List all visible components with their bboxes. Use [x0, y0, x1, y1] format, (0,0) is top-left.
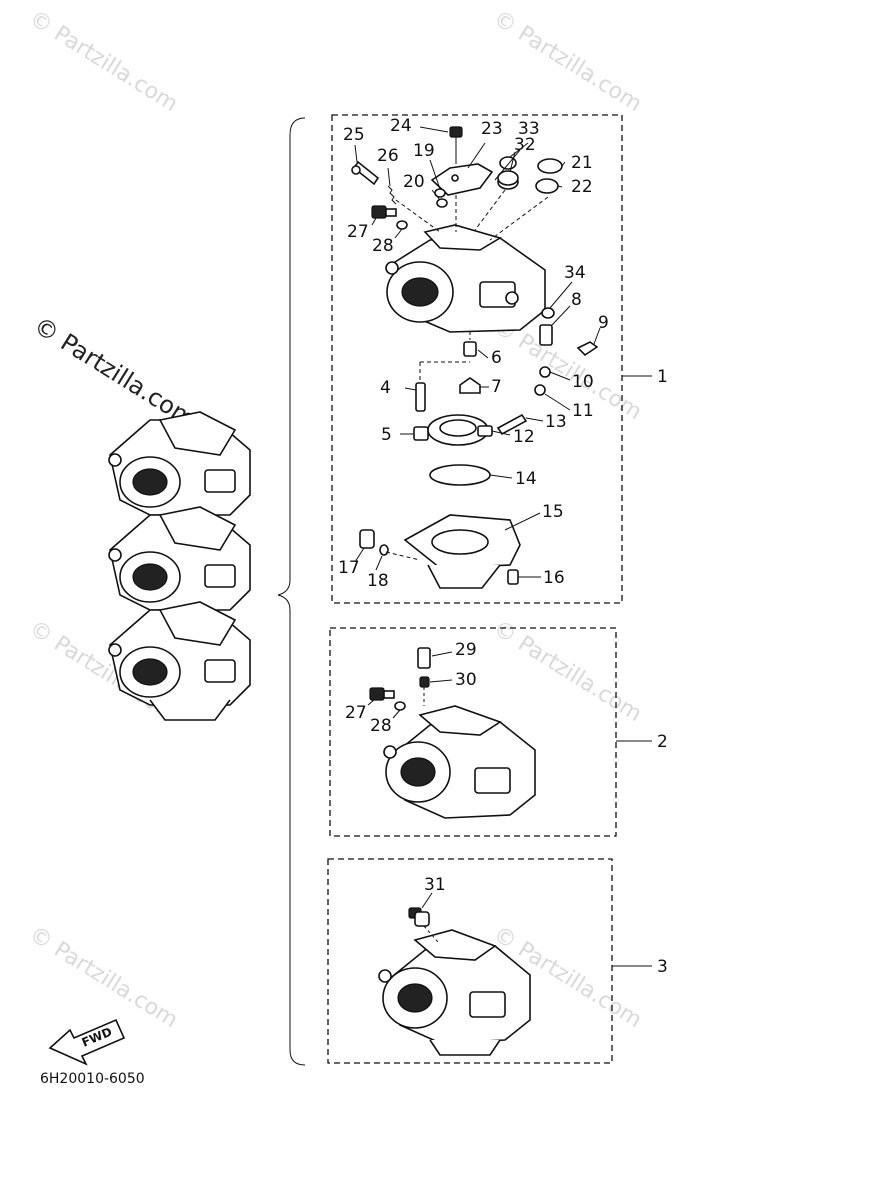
callout-34: 34 — [564, 263, 586, 283]
part-34-washer — [541, 307, 555, 319]
part-5-jet — [413, 426, 429, 441]
ref-2-label: 2 — [657, 732, 668, 752]
part-9-clip — [576, 341, 599, 357]
watermark: © Partzilla.com — [25, 6, 182, 117]
part-20-o-ring — [436, 198, 448, 208]
part-25-pilot-screw — [351, 160, 380, 186]
part-8-float-valve-seat — [539, 324, 553, 346]
group-bracket — [277, 117, 306, 1066]
assembly-2-frame: 2 — [329, 627, 668, 837]
part-7-plug — [459, 377, 481, 394]
diagram-code: 6H20010-6050 — [40, 1071, 145, 1087]
callout-11: 11 — [572, 401, 594, 421]
callout-32: 32 — [514, 135, 536, 155]
carburetor-body-1 — [385, 224, 546, 333]
leader-lines-3 — [421, 892, 433, 909]
part-29-screw — [417, 647, 431, 669]
ref-3-label: 3 — [657, 957, 668, 977]
part-24-screw — [449, 126, 463, 232]
part-23-cover-plate — [430, 163, 494, 196]
part-11-screw — [534, 384, 546, 396]
callout-23: 23 — [481, 119, 503, 139]
part-27b-screw — [369, 687, 395, 701]
callout-27: 27 — [347, 222, 369, 242]
callout-15: 15 — [542, 502, 564, 522]
part-32-cap — [497, 170, 519, 190]
callout-20: 20 — [403, 172, 425, 192]
part-13-pin — [496, 413, 528, 436]
part-16-drain-screw — [507, 569, 519, 585]
callout-5: 5 — [381, 425, 392, 445]
ref-1-label: 1 — [657, 367, 668, 387]
part-12-float — [427, 414, 493, 446]
part-22-plug — [535, 178, 559, 194]
callouts-assembly-1: 25 24 23 33 32 21 22 19 26 20 27 28 34 8… — [338, 116, 609, 591]
callout-9: 9 — [598, 313, 609, 333]
fwd-arrow-icon: FWD — [48, 1018, 126, 1066]
assembly-1-frame: 1 — [331, 114, 668, 604]
callout-31: 31 — [424, 875, 446, 895]
callout-14: 14 — [515, 469, 537, 489]
callout-16: 16 — [543, 568, 565, 588]
part-21-plug — [537, 158, 563, 174]
callout-26: 26 — [377, 146, 399, 166]
callout-27b: 27 — [345, 703, 367, 723]
callout-28b: 28 — [370, 716, 392, 736]
callouts-assembly-3: 31 — [424, 875, 446, 895]
callout-29: 29 — [455, 640, 477, 660]
callout-17: 17 — [338, 558, 360, 578]
callout-19: 19 — [413, 141, 435, 161]
callout-12: 12 — [513, 427, 535, 447]
callout-24: 24 — [390, 116, 412, 136]
callouts-assembly-2: 29 30 27 28 — [345, 640, 477, 736]
watermark: © Partzilla.com — [489, 616, 646, 727]
part-27-screw — [371, 205, 397, 219]
watermark-main: © Partzilla.com — [29, 311, 201, 433]
part-30-spring — [419, 676, 430, 706]
part-18-o-ring — [379, 544, 389, 556]
callout-30: 30 — [455, 670, 477, 690]
callout-18: 18 — [367, 571, 389, 591]
watermark: © Partzilla.com — [25, 922, 182, 1033]
callout-10: 10 — [572, 372, 594, 392]
leader-lines-1 — [354, 126, 601, 578]
callout-22: 22 — [571, 177, 593, 197]
callout-7: 7 — [491, 377, 502, 397]
leader-lines-2 — [367, 651, 453, 719]
callout-25: 25 — [343, 125, 365, 145]
part-17-screw — [359, 529, 375, 549]
callout-28: 28 — [372, 236, 394, 256]
callout-21: 21 — [571, 153, 593, 173]
part-4-pilot-jet — [415, 382, 426, 412]
part-26-spring — [387, 185, 441, 233]
part-10-needle — [539, 366, 551, 378]
callout-13: 13 — [545, 412, 567, 432]
part-6-main-jet — [463, 332, 477, 357]
part-28-washer — [396, 220, 408, 230]
part-31-throttle-stop-screw — [408, 907, 439, 943]
carburetor-stack-illustration — [108, 411, 251, 721]
carburetor-body-2 — [383, 705, 536, 819]
part-28b-washer — [394, 701, 406, 711]
callout-8: 8 — [571, 290, 582, 310]
assembly-3-frame: 3 — [327, 858, 668, 1064]
watermark: © Partzilla.com — [489, 6, 646, 117]
part-15-float-chamber — [403, 514, 521, 589]
part-14-gasket — [429, 464, 491, 486]
callout-6: 6 — [491, 348, 502, 368]
callout-4: 4 — [380, 378, 391, 398]
carburetor-body-3 — [378, 929, 531, 1056]
callout-33: 33 — [518, 119, 540, 139]
